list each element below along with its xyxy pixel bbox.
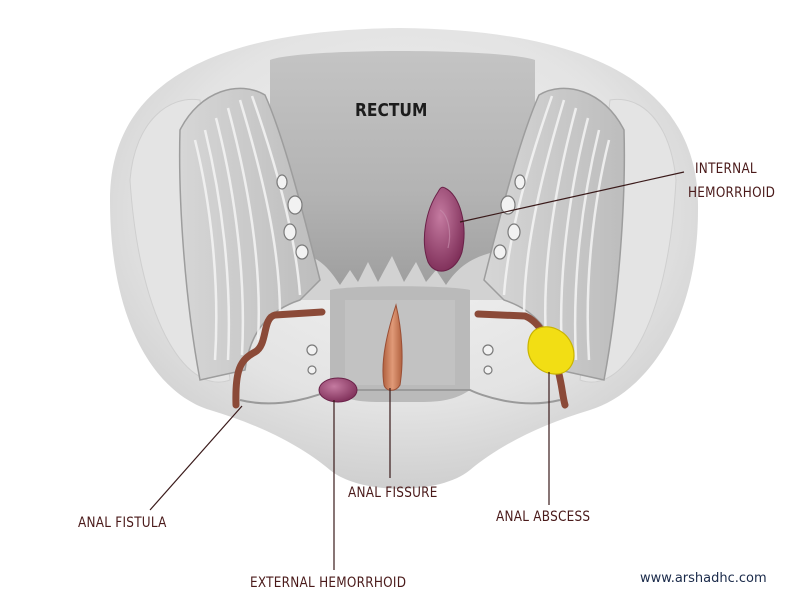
internal-hemorrhoid-label-line1: INTERNAL: [695, 161, 757, 177]
external-hemorrhoid-shape: [318, 377, 358, 403]
left-sphincter-glands: [276, 174, 318, 375]
rectum-label: RECTUM: [355, 100, 428, 121]
right-muscle-striations: [502, 95, 611, 361]
left-muscle-wall: [178, 87, 321, 381]
website-watermark: www.arshadhc.com: [640, 571, 767, 586]
anal-abscess-label: ANAL ABSCESS: [496, 509, 591, 525]
leader-anal-fistula: [149, 405, 243, 511]
rectal-columns: [290, 250, 505, 300]
left-muscle-striations: [193, 95, 302, 361]
external-hemorrhoid-label: EXTERNAL HEMORRHOID: [250, 575, 407, 591]
right-muscle-wall: [483, 87, 626, 381]
leader-lines: [149, 171, 685, 570]
anal-fistula-tract: [232, 308, 326, 409]
anal-fissure-label: ANAL FISSURE: [348, 485, 438, 501]
right-sphincter-glands: [482, 174, 526, 375]
anal-fissure-shape: [382, 303, 403, 391]
rectum-cavity: [270, 51, 535, 290]
internal-hemorrhoid-shape: [423, 186, 465, 272]
anal-abscess-shape: [527, 326, 575, 375]
internal-hemorrhoid-label-line2: HEMORRHOID: [688, 185, 776, 201]
leader-internal-hemorrhoid: [459, 171, 685, 223]
anal-verge: [239, 389, 561, 405]
anal-fistula-label: ANAL FISTULA: [78, 515, 167, 531]
